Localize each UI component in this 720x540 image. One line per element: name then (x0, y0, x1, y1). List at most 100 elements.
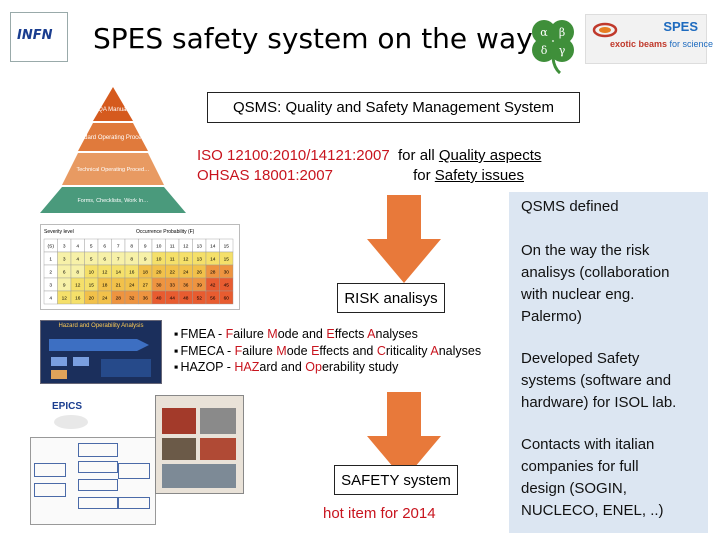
matrix-cell-value: 12 (75, 283, 81, 289)
matrix-cell-value: 20 (156, 270, 162, 276)
svg-text:β: β (559, 26, 565, 39)
matrix-cell-value: 4 (76, 257, 79, 263)
matrix-cell-value: 6 (63, 270, 66, 276)
svg-text:γ: γ (559, 44, 566, 57)
matrix-col-header-label: 12 (183, 244, 189, 250)
matrix-cell-value: 30 (224, 270, 230, 276)
matrix-cell-value: 15 (89, 283, 95, 289)
risk-analysis-box: RISK analisys (337, 283, 445, 313)
matrix-col-header-label: 9 (144, 244, 147, 250)
matrix-cell-value: 21 (116, 283, 122, 289)
matrix-cell-value: 22 (170, 270, 176, 276)
spes-swirl-icon (592, 22, 618, 38)
matrix-cell (219, 290, 234, 305)
infn-logo-text: INFN (17, 28, 53, 43)
hazop-image-title: Hazard and Operability Analysis (58, 323, 144, 329)
safety-system-box: SAFETY system (334, 465, 458, 495)
pyramid-label: QA Manual (98, 107, 128, 113)
matrix-col-header-label: 4 (76, 244, 79, 250)
matrix-cell-value: 16 (129, 270, 135, 276)
matrix-cell-value: 32 (129, 296, 135, 302)
spes-logo-word: SPES (663, 19, 698, 34)
matrix-cell-value: 24 (102, 296, 108, 302)
matrix-cell-value: 24 (183, 270, 189, 276)
matrix-cell-value: 9 (144, 257, 147, 263)
matrix-cell-value: 6 (103, 257, 106, 263)
matrix-cell-value: 18 (143, 270, 149, 276)
matrix-cell-value: 36 (143, 296, 149, 302)
matrix-col-header-label: 11 (170, 244, 175, 250)
matrix-cell-value: 16 (75, 296, 81, 302)
matrix-col-header-label: 3 (63, 244, 66, 250)
matrix-cell-value: 36 (183, 283, 189, 289)
iso-line-safety: OHSAS 18001:2007 for Safety issues (197, 167, 525, 184)
matrix-cell-value: 15 (224, 257, 230, 263)
matrix-cell-value: 48 (183, 296, 189, 302)
matrix-cell-value: 3 (49, 283, 52, 289)
qa-pyramid-image: QA Manual Standard Operating Procedu… Te… (40, 87, 186, 213)
matrix-col-header-label: 7 (117, 244, 120, 250)
matrix-cell-value: 14 (210, 257, 216, 263)
pyramid-label: Standard Operating Procedu… (72, 135, 154, 141)
matrix-cell-value: 33 (170, 283, 176, 289)
matrix-col-header-label: 5 (90, 244, 93, 250)
hazop-analysis-image: Hazard and Operability Analysis (40, 320, 162, 384)
matrix-cell-value: 24 (129, 283, 135, 289)
matrix-cell-value: 56 (210, 296, 216, 302)
sidebar-item-qsms: QSMS defined (521, 198, 619, 215)
list-item-hazop: ▪HAZOP - HAZard and Operability study (174, 360, 399, 374)
clover-logo: α β δ γ (532, 20, 574, 74)
spes-logo-tagline: exotic beams for science (610, 39, 714, 49)
matrix-cell-value: 1 (49, 257, 52, 263)
matrix-col-header-label: 10 (156, 244, 162, 250)
pyramid-label: Forms, Checklists, Work In… (77, 198, 148, 204)
matrix-cell-value: 8 (130, 257, 133, 263)
epics-label: EPICS (52, 401, 83, 412)
down-arrow-icon (367, 392, 441, 480)
matrix-cell-value: 3 (63, 257, 66, 263)
matrix-cell-value: 7 (117, 257, 120, 263)
hot-item-label: hot item for 2014 (323, 505, 436, 522)
matrix-cell-value: 20 (89, 296, 95, 302)
epics-architecture-image: EPICS (30, 395, 156, 525)
matrix-cell-value: 12 (102, 270, 108, 276)
matrix-cell-value: 5 (90, 257, 93, 263)
matrix-cell-value: 40 (156, 296, 162, 302)
analysis-methods-list: ▪FMEA - Failure Mode and Effects Analyse… (174, 326, 481, 376)
matrix-col-header-label: 6 (103, 244, 106, 250)
matrix-header-severity: Severity level (44, 229, 74, 235)
infn-logo: INFN (10, 12, 68, 62)
pyramid-label: Technical Operating Proced… (76, 167, 149, 173)
matrix-cell-value: 12 (183, 257, 189, 263)
matrix-cell-value: 27 (143, 283, 149, 289)
matrix-cell-value: 39 (197, 283, 203, 289)
matrix-cell-value: 26 (197, 270, 203, 276)
matrix-col-header-label: (S) (48, 244, 55, 250)
slide-title: SPES safety system on the way (93, 22, 533, 55)
matrix-cell-value: 11 (170, 257, 175, 263)
matrix-cell-value: 12 (62, 296, 68, 302)
matrix-cell-value: 10 (156, 257, 162, 263)
lab-photos-image (155, 395, 244, 494)
matrix-cell-value: 10 (89, 270, 95, 276)
down-arrow-icon (367, 195, 441, 283)
iso-standards: ISO 12100:2010/14121:2007 for all Qualit… (197, 146, 541, 186)
matrix-cell-value: 60 (224, 296, 230, 302)
matrix-cell-value: 28 (210, 270, 216, 276)
matrix-cell-value: 44 (170, 296, 176, 302)
matrix-cell-value: 42 (210, 283, 216, 289)
spes-logo: SPES exotic beams for science (585, 14, 713, 64)
matrix-cell-value: 30 (156, 283, 162, 289)
matrix-cell-value: 18 (102, 283, 108, 289)
matrix-col-header-label: 8 (130, 244, 133, 250)
svg-text:α: α (540, 26, 548, 39)
matrix-col-header-label: 15 (224, 244, 230, 250)
matrix-col-header-label: 13 (197, 244, 203, 250)
matrix-cell-value: 52 (197, 296, 203, 302)
matrix-cell-value: 14 (116, 270, 122, 276)
matrix-cell-value: 9 (63, 283, 66, 289)
